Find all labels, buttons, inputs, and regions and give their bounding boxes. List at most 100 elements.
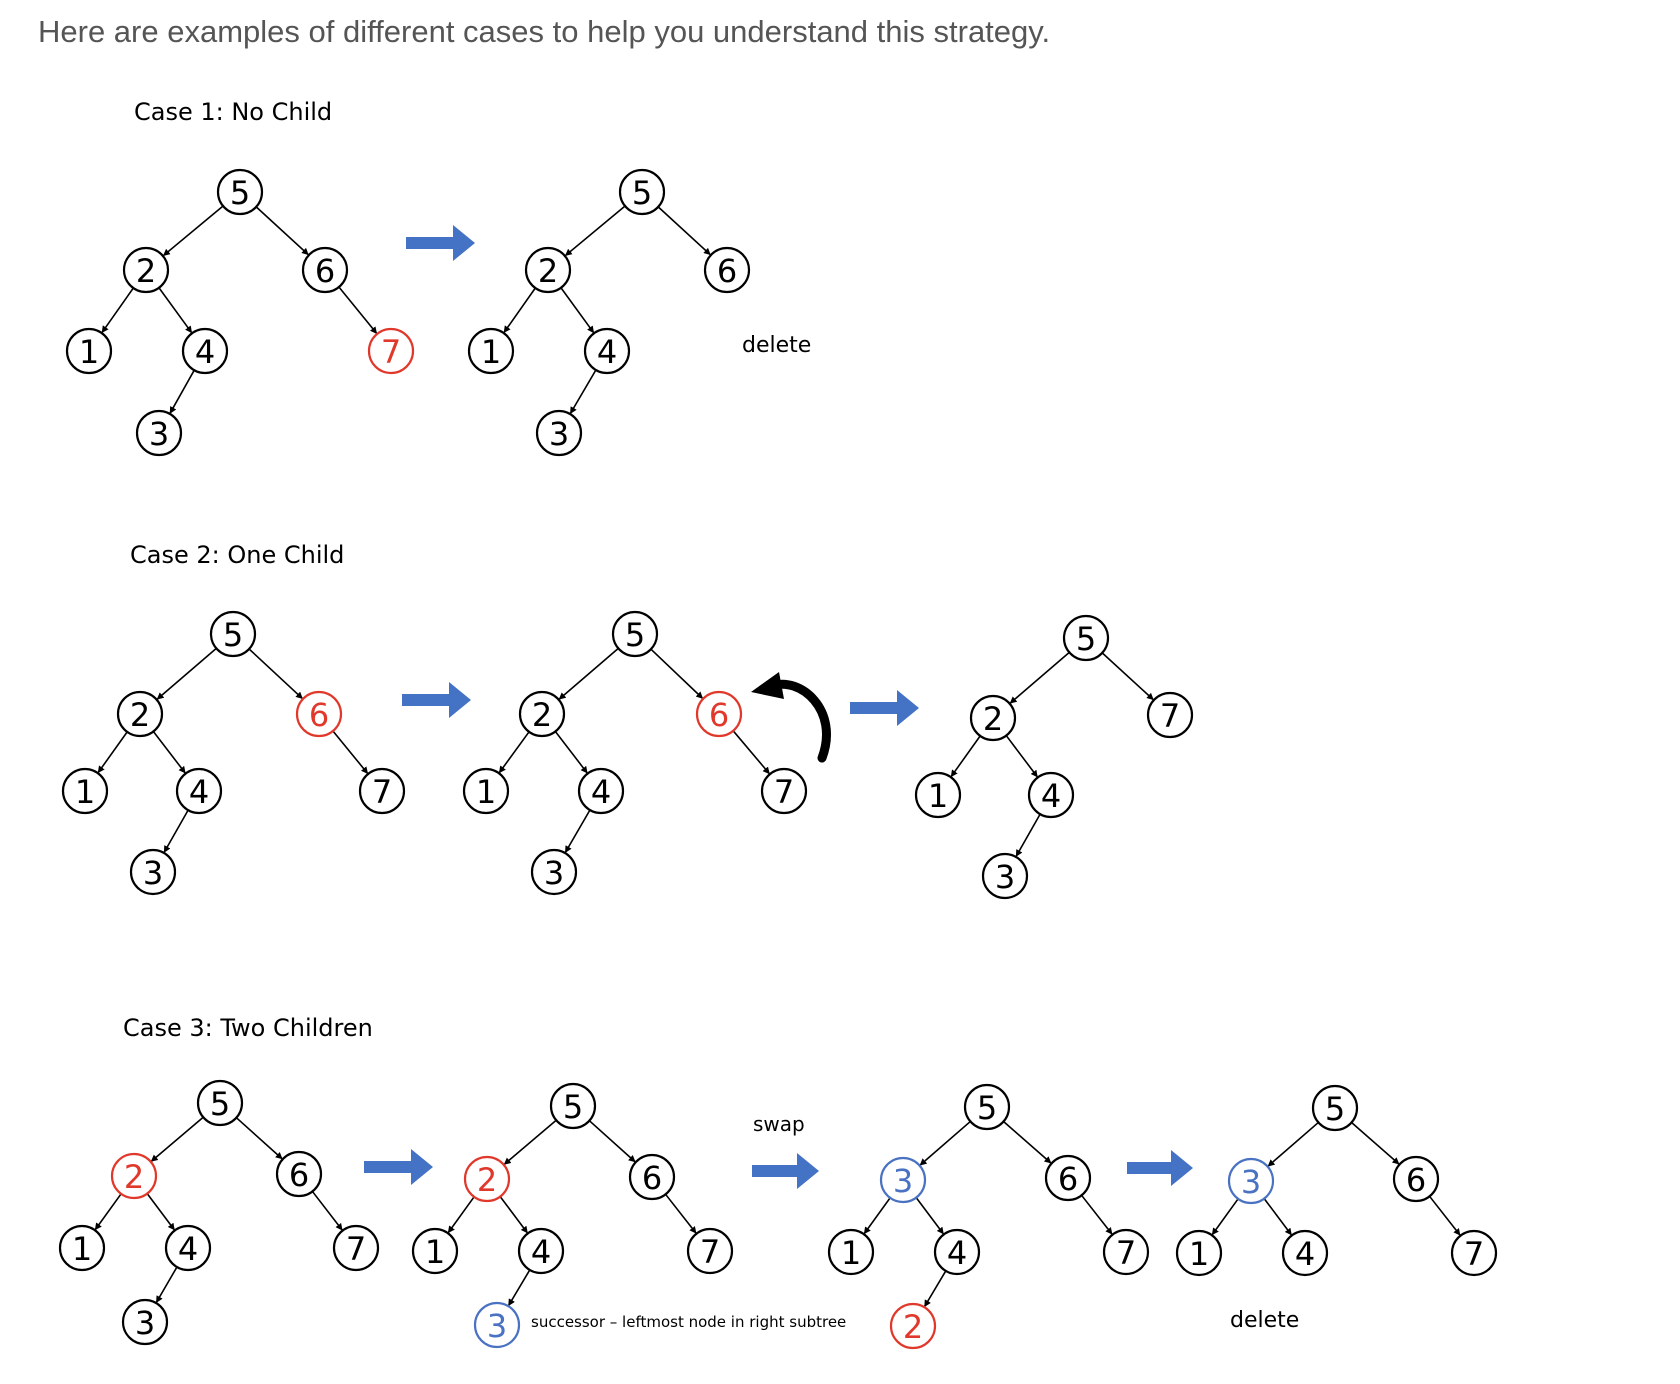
tree-edge	[588, 1120, 636, 1163]
tree-node-4: 4	[577, 767, 625, 815]
node-label: 2	[136, 252, 156, 290]
tree-node-2: 2	[116, 690, 164, 738]
node-label: 1	[79, 333, 99, 371]
node-circle	[535, 409, 583, 457]
node-circle	[518, 690, 566, 738]
tree-edge	[569, 369, 597, 415]
transition-arrow	[752, 1153, 819, 1189]
node-circle	[969, 694, 1017, 742]
node-label: 5	[210, 1085, 230, 1123]
node-circle	[981, 852, 1029, 900]
tree-edge	[1015, 813, 1041, 857]
tree-node-5: 5	[549, 1082, 597, 1130]
node-label: 4	[1295, 1235, 1315, 1273]
transition-arrow	[402, 682, 471, 718]
node-circle	[914, 771, 962, 819]
node-circle	[301, 246, 349, 294]
node-label: 1	[476, 773, 496, 811]
node-label: 2	[130, 696, 150, 734]
tree-edge	[919, 1120, 971, 1166]
tree-edge	[248, 648, 303, 700]
tree-node-5: 5	[611, 610, 659, 658]
tree-edge	[950, 735, 981, 778]
tree-edge	[732, 730, 770, 775]
tree-edge	[1003, 1120, 1052, 1164]
node-circle	[116, 690, 164, 738]
node-circle	[332, 1224, 380, 1272]
tree-node-4: 4	[1027, 771, 1075, 819]
node-label: 7	[1464, 1235, 1484, 1273]
node-label: 6	[315, 252, 335, 290]
node-circle	[703, 246, 751, 294]
case-3-title: Case 3: Two Children	[123, 1014, 373, 1042]
node-label: 7	[346, 1230, 366, 1268]
tree-edge	[332, 730, 369, 774]
tree-node-6: 6	[301, 246, 349, 294]
tree-edge	[503, 287, 536, 334]
tree-node-3: 3	[1227, 1157, 1275, 1205]
node-circle	[1450, 1229, 1498, 1277]
node-circle	[1102, 1228, 1150, 1276]
tree-node-3: 3	[535, 409, 583, 457]
tree-edge	[338, 286, 378, 334]
tree-node-7: 7	[358, 767, 406, 815]
tree-node-2: 2	[518, 690, 566, 738]
tree-node-4: 4	[583, 327, 631, 375]
case-2-title: Case 2: One Child	[130, 541, 344, 569]
tree-node-6: 6	[628, 1153, 676, 1201]
tree-edge	[150, 1116, 204, 1162]
tree-node-2: 2	[969, 694, 1017, 742]
node-label: 7	[372, 773, 392, 811]
node-label: 1	[928, 777, 948, 815]
node-label: 5	[1076, 620, 1096, 658]
tree-edge	[863, 1197, 891, 1235]
node-label: 1	[841, 1234, 861, 1272]
node-circle	[121, 1298, 169, 1346]
node-circle	[1044, 1154, 1092, 1202]
case-3-delete-note: delete	[1230, 1308, 1299, 1333]
node-label: 6	[709, 696, 729, 734]
node-label: 4	[597, 333, 617, 371]
tree-edge	[558, 647, 619, 700]
tree-node-5: 5	[216, 168, 264, 216]
tree-edge	[163, 809, 189, 853]
node-circle	[473, 1301, 521, 1349]
tree-edge	[657, 206, 711, 256]
tree-edge	[508, 1269, 531, 1307]
tree-edge	[1263, 1198, 1292, 1236]
node-circle	[295, 690, 343, 738]
tree-edge	[101, 287, 134, 334]
node-circle	[1281, 1229, 1329, 1277]
node-label: 4	[531, 1233, 551, 1271]
node-label: 6	[642, 1159, 662, 1197]
node-circle	[628, 1153, 676, 1201]
node-circle	[618, 168, 666, 216]
tree-node-2: 2	[110, 1152, 158, 1200]
node-circle	[1175, 1229, 1223, 1277]
tree-node-7: 7	[332, 1224, 380, 1272]
tree-node-5: 5	[196, 1079, 244, 1127]
node-label: 7	[774, 773, 794, 811]
tree-edge	[169, 369, 195, 414]
node-circle	[463, 1155, 511, 1203]
tree-node-4: 4	[517, 1227, 565, 1275]
tree-node-1: 1	[827, 1228, 875, 1276]
tree-edge	[564, 809, 591, 853]
tree-node-3: 3	[121, 1298, 169, 1346]
tree-node-7: 7	[760, 767, 808, 815]
node-circle	[549, 1082, 597, 1130]
case-3-successor-note: successor – leftmost node in right subtr…	[531, 1313, 846, 1331]
node-label: 4	[195, 333, 215, 371]
node-label: 3	[135, 1304, 155, 1342]
tree-node-3: 3	[473, 1301, 521, 1349]
tree-node-5: 5	[618, 168, 666, 216]
tree-node-5: 5	[1062, 614, 1110, 662]
case-3-swap-note: swap	[753, 1112, 805, 1136]
node-label: 4	[178, 1230, 198, 1268]
